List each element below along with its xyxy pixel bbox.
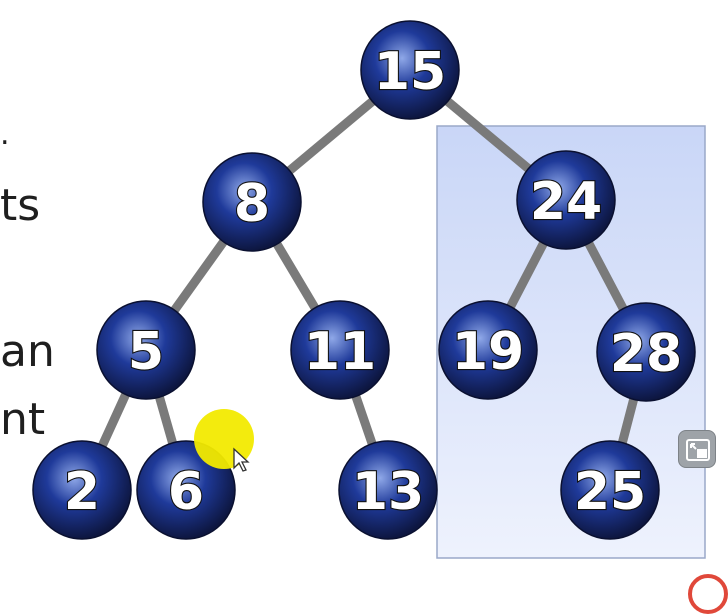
tree-node-15: 15 <box>360 20 460 120</box>
tree-node-ball <box>202 152 302 252</box>
tree-node-label: 24 <box>530 172 602 232</box>
tree-node-25: 25 <box>560 440 660 540</box>
tree-node-label: 19 <box>452 322 524 382</box>
side-text-fragment: an <box>0 326 55 377</box>
tree-node-24: 24 <box>516 150 616 250</box>
tree-node-label: 13 <box>352 462 424 522</box>
picture-in-picture-icon <box>686 439 710 461</box>
tree-node-ball <box>560 440 660 540</box>
tree-node-ball <box>438 300 538 400</box>
tree-node-label: 28 <box>610 324 682 384</box>
tree-node-label: 6 <box>168 462 204 522</box>
tree-node-8: 8 <box>202 152 302 252</box>
tree-node-label: 8 <box>234 174 270 234</box>
tree-node-label: 2 <box>64 462 100 522</box>
side-text-fragment: ts <box>0 180 41 231</box>
corner-badge <box>688 574 728 614</box>
tree-node-ball <box>516 150 616 250</box>
tree-node-ball <box>338 440 438 540</box>
picture-in-picture-button[interactable] <box>678 430 716 468</box>
tree-node-ball <box>290 300 390 400</box>
mouse-pointer-icon <box>233 447 250 472</box>
side-text-fragment: nt <box>0 394 46 445</box>
tree-node-ball <box>32 440 132 540</box>
tree-node-label: 5 <box>128 322 164 382</box>
tree-node-28: 28 <box>596 302 696 402</box>
tree-node-ball <box>96 300 196 400</box>
tree-node-5: 5 <box>96 300 196 400</box>
tree-node-ball <box>360 20 460 120</box>
tree-node-ball <box>596 302 696 402</box>
tree-node-13: 13 <box>338 440 438 540</box>
tree-node-label: 25 <box>574 462 646 522</box>
side-text-fragment: . <box>0 117 10 152</box>
tree-node-label: 11 <box>304 322 376 382</box>
tree-node-2: 2 <box>32 440 132 540</box>
tree-node-19: 19 <box>438 300 538 400</box>
tree-node-label: 15 <box>374 42 446 102</box>
tree-node-11: 11 <box>290 300 390 400</box>
binary-tree-diagram: 15 8 24 5 11 19 28 2 6 13 25 <box>32 20 706 559</box>
